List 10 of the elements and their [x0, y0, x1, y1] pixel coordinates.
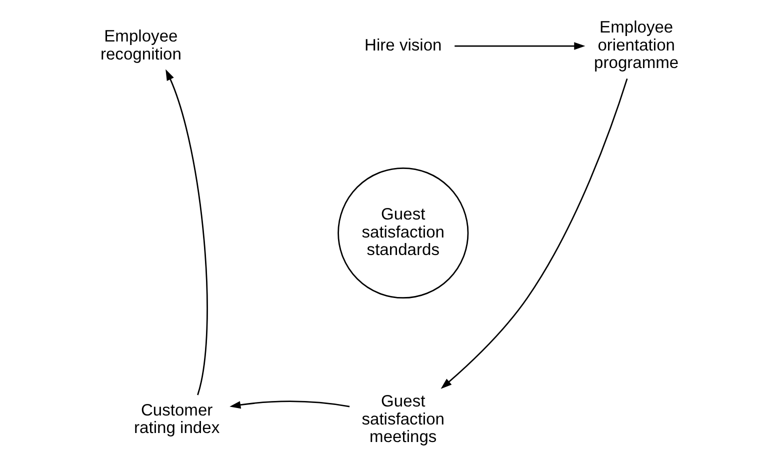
arrow [454, 42, 585, 50]
node-text: Hire vision [364, 35, 442, 54]
node-text: Employee recognition [100, 26, 181, 64]
node-circle: Guest satisfaction standards [337, 167, 468, 299]
arrow [229, 400, 350, 409]
arrow [440, 78, 628, 389]
node-text: Customer rating index [134, 400, 220, 438]
node-text: Employee orientation programme [594, 17, 678, 72]
node-text: Guest satisfaction meetings [361, 391, 444, 446]
arrow [165, 69, 208, 396]
